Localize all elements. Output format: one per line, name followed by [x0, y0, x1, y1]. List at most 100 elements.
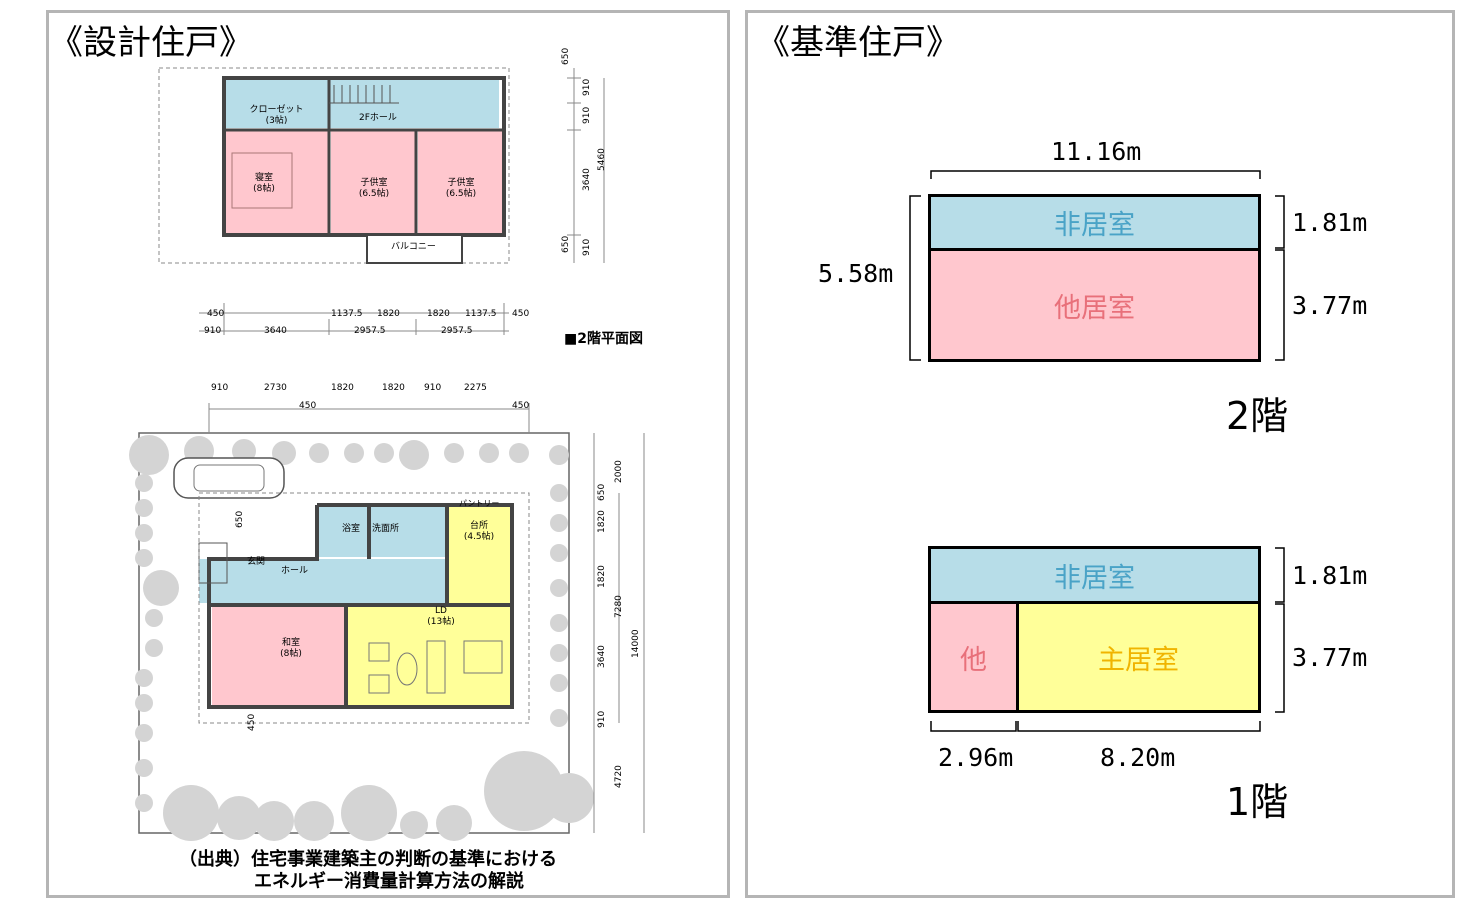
ld-size: (13帖) — [427, 617, 455, 627]
floor1-other-label: 他 — [960, 644, 987, 676]
source-line-1: （出典）住宅事業建築主の判断の基準における — [179, 849, 557, 870]
ld-furniture — [368, 640, 503, 694]
kitchen-label: 台所 (4.5帖) — [459, 521, 499, 543]
ld-label: LD (13帖) — [421, 606, 461, 628]
dim2f-r0: 650 — [561, 47, 571, 65]
dim2f-b1-2: 1820 — [377, 309, 400, 319]
bedroom-size: (8帖) — [253, 184, 275, 194]
dim2f-b2-0: 910 — [204, 326, 222, 336]
parking-car — [173, 457, 285, 499]
closet-name: クローゼット — [249, 105, 304, 115]
bath-label: 浴室 — [342, 524, 361, 534]
washitsu-size: (8帖) — [280, 649, 302, 659]
floor1-width-other: 2.96m — [938, 743, 1014, 772]
dim2f-r4: 650 — [561, 235, 571, 253]
floor1-main-living-label: 主居室 — [1098, 644, 1179, 676]
plan2f-outer-wall — [222, 76, 506, 237]
bedroom-fill — [224, 130, 329, 235]
dim1f-r2: 1820 — [597, 510, 607, 533]
dim2f-b2-3: 2957.5 — [441, 326, 473, 336]
floor1-width-main: 8.20m — [1100, 743, 1176, 772]
plan1f-top-dim-lines — [208, 403, 530, 433]
floor1-bottom-brackets — [930, 721, 1261, 732]
kids1-size: (6.5帖) — [358, 189, 390, 199]
dim2f-total: 5460 — [597, 148, 607, 171]
dim1f-ts1: 450 — [512, 401, 530, 411]
floor2-other-living-room: 他居室 — [928, 248, 1261, 362]
hall-fill — [199, 559, 447, 603]
dim1f-total: 14000 — [631, 629, 641, 658]
dim1f-t3: 1820 — [382, 383, 405, 393]
kids2-label: 子供室 (6.5帖) — [426, 178, 496, 200]
entrance-label: 玄関 — [247, 557, 266, 567]
dim1f-ts0: 450 — [299, 401, 317, 411]
washitsu-name: 和室 — [281, 638, 300, 648]
floor2-row1-height: 1.81m — [1292, 208, 1368, 237]
source-line-2: エネルギー消費量計算方法の解説 — [254, 871, 524, 892]
dim2f-b1-4: 1137.5 — [465, 309, 497, 319]
dim2f-r3: 3640 — [582, 168, 592, 191]
dim1f-t5: 2275 — [464, 383, 487, 393]
plan2f-eave-outline — [158, 67, 510, 264]
dim1f-t0: 910 — [211, 383, 229, 393]
closet-label: クローゼット (3帖) — [229, 105, 324, 127]
dim1f-r1: 650 — [597, 483, 607, 501]
kids2-fill — [418, 130, 503, 235]
floor2-depth-bracket — [909, 195, 921, 361]
plan2f-right-dim-lines — [567, 68, 605, 263]
hall2f-label: 2Fホール — [359, 113, 397, 123]
second-floor-plan — [158, 67, 605, 335]
floor2-width-bracket — [930, 170, 1261, 179]
plan1f-walls — [207, 503, 514, 709]
washitsu-fill — [212, 605, 344, 707]
floor1-other-room: 他 — [928, 601, 1019, 713]
dim1f-r6: 4720 — [614, 765, 624, 788]
dim1f-t4: 910 — [424, 383, 442, 393]
dim1f-bottom: 450 — [247, 713, 257, 731]
plan2f-bottom-dim-lines — [199, 303, 509, 335]
hall-label: ホール — [281, 566, 309, 576]
ld-fill — [346, 605, 512, 707]
dim1f-t1: 2730 — [264, 383, 287, 393]
dim2f-b2-2: 2957.5 — [354, 326, 386, 336]
balcony-outline — [366, 234, 463, 264]
dim1f-mid: 7280 — [614, 595, 624, 618]
dim1f-r0: 2000 — [614, 460, 624, 483]
bedroom-label: 寝室 (8帖) — [239, 173, 289, 195]
reference-dim-lines — [909, 170, 1285, 732]
kids1-label: 子供室 (6.5帖) — [339, 178, 409, 200]
dim1f-r5: 910 — [597, 710, 607, 728]
reference-dwelling-title: 《基準住戸》 — [756, 23, 960, 63]
dim2f-b1-3: 1820 — [427, 309, 450, 319]
dim2f-r5: 910 — [582, 238, 592, 256]
closet-fill — [224, 78, 329, 128]
washroom-label: 洗面所 — [372, 524, 400, 534]
dim1f-r4: 3640 — [597, 645, 607, 668]
kids1-name: 子供室 — [360, 178, 388, 188]
kitchen-fill — [447, 505, 512, 605]
dim2f-b1-5: 450 — [512, 309, 530, 319]
design-dwelling-panel: 《設計住戸》 — [46, 10, 730, 898]
kitchen-name: 台所 — [469, 521, 488, 531]
first-floor-plan — [129, 403, 645, 841]
floor1-main-living-room: 主居室 — [1016, 601, 1261, 713]
kids2-size: (6.5帖) — [445, 189, 477, 199]
floor1-label: 1階 — [1226, 780, 1289, 824]
dim2f-b1-0: 450 — [207, 309, 225, 319]
floor2-depth: 5.58m — [818, 259, 894, 288]
floor2-label: 2階 — [1226, 394, 1289, 438]
floor1-row1-height: 1.81m — [1292, 561, 1368, 590]
plan2f-stairs — [329, 85, 399, 104]
washitsu-label: 和室 (8帖) — [271, 638, 311, 660]
floor1-right-brackets — [1275, 547, 1285, 713]
kids2-name: 子供室 — [447, 178, 475, 188]
closet-size: (3帖) — [265, 116, 288, 126]
design-dwelling-title: 《設計住戸》 — [49, 23, 253, 63]
floor2-other-living-label: 他居室 — [1054, 292, 1135, 324]
plan2f-caption: ■2階平面図 — [564, 331, 643, 347]
floor2-width: 11.16m — [1051, 137, 1142, 166]
reference-dwelling-panel: 《基準住戸》 11.16m 5.58m 1.81m 3.77m 非居室 — [745, 10, 1455, 898]
floor2-right-brackets — [1275, 195, 1285, 361]
floor1-row2-height: 3.77m — [1292, 643, 1368, 672]
dim1f-left: 650 — [235, 510, 245, 528]
